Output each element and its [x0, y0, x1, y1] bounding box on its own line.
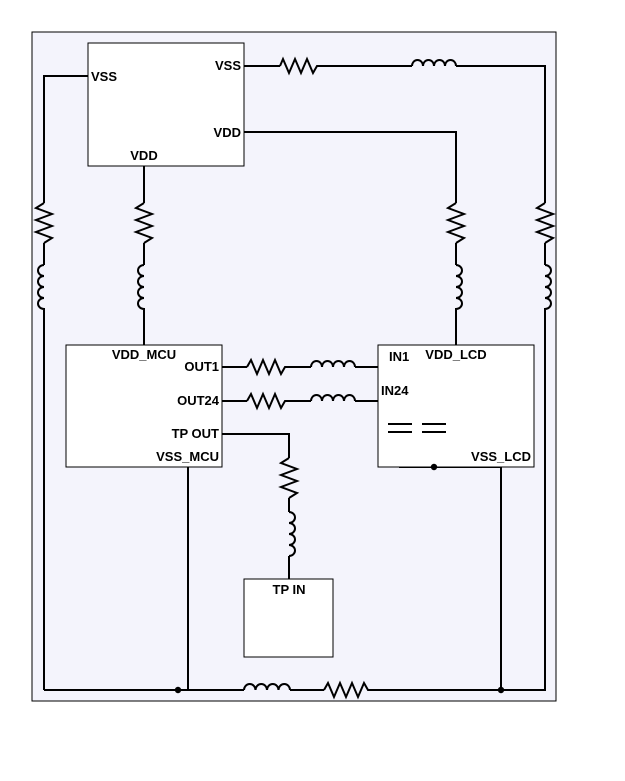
lcd-block: [377, 344, 535, 468]
resistor-right-rail: [534, 202, 556, 244]
resistor-bottom: [323, 680, 376, 700]
label-mcu-vdd: VDD_MCU: [112, 347, 176, 362]
label-mcu-out24: OUT24: [177, 393, 220, 408]
resistor-left-rail: [33, 202, 55, 244]
label-mcu-out1: OUT1: [184, 359, 219, 374]
mcu-block: [65, 344, 223, 468]
junction-dot-lcd: [430, 463, 438, 471]
inductor-right-rail: [544, 264, 552, 311]
wire-top-vss-3: [456, 65, 546, 203]
capacitor-in24: [388, 423, 412, 433]
label-lcd-vdd: VDD_LCD: [425, 347, 486, 362]
junction-dot-bottom-left: [174, 686, 182, 694]
label-tp-in: TP IN: [273, 582, 306, 597]
label-power-vss-right: VSS: [215, 58, 241, 73]
inductor-lcd-vdd: [455, 264, 463, 311]
resistor-out1: [246, 357, 287, 377]
label-power-vss-left: VSS: [91, 69, 117, 84]
wire-left-rail-upper: [43, 75, 88, 203]
label-power-vdd-right: VDD: [214, 125, 241, 140]
inductor-top: [411, 59, 457, 67]
inductors: [37, 59, 552, 691]
label-mcu-tp-out: TP OUT: [172, 426, 219, 441]
inductor-out24: [310, 394, 356, 402]
wire-vdd-lcd-top: [244, 131, 457, 203]
labels: VSS VSS VDD VDD VDD_MCU OUT1 OUT24 TP OU…: [91, 58, 531, 597]
inductor-mcu-vdd: [137, 264, 145, 311]
resistor-out24: [246, 391, 287, 411]
capacitors: [388, 423, 446, 433]
power-block: [87, 42, 245, 167]
label-mcu-vss: VSS_MCU: [156, 449, 219, 464]
resistors: [33, 56, 556, 700]
label-lcd-in1: IN1: [389, 349, 409, 364]
capacitor-in1: [422, 423, 446, 433]
junctions: [174, 463, 505, 694]
junction-dot-bottom-right: [497, 686, 505, 694]
resistor-lcd-vdd: [445, 202, 467, 244]
inductor-bottom: [243, 683, 291, 691]
label-lcd-vss: VSS_LCD: [471, 449, 531, 464]
label-power-vdd-bottom: VDD: [130, 148, 157, 163]
inductor-out1: [310, 360, 356, 368]
wire-right-rail: [500, 311, 546, 691]
tp-block: [243, 578, 334, 658]
resistor-mcu-vdd: [133, 202, 155, 244]
label-lcd-in24: IN24: [381, 383, 409, 398]
resistor-top: [279, 56, 320, 76]
inductor-tp: [288, 511, 296, 557]
resistor-tp: [278, 457, 300, 499]
wire-tp-1: [222, 433, 290, 458]
inductor-left-rail: [37, 264, 45, 311]
